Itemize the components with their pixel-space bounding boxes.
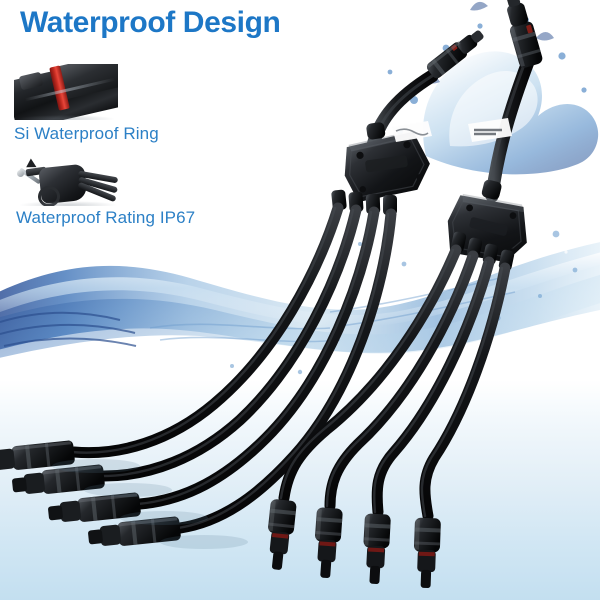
ip67-rating-photo: [16, 158, 120, 206]
si-waterproof-ring-photo: [14, 64, 118, 120]
feature-callout-ip67: [16, 158, 120, 206]
feature-label-si-waterproof-ring: Si Waterproof Ring: [14, 124, 159, 143]
page-title: Waterproof Design: [20, 6, 281, 39]
feature-label-ip67: Waterproof Rating IP67: [16, 208, 196, 227]
cable-tag-right: [468, 118, 512, 142]
feature-callout-si-waterproof-ring: [14, 64, 118, 120]
background-bottom-gradient: [0, 380, 600, 600]
cable-tag-left: [392, 121, 432, 142]
